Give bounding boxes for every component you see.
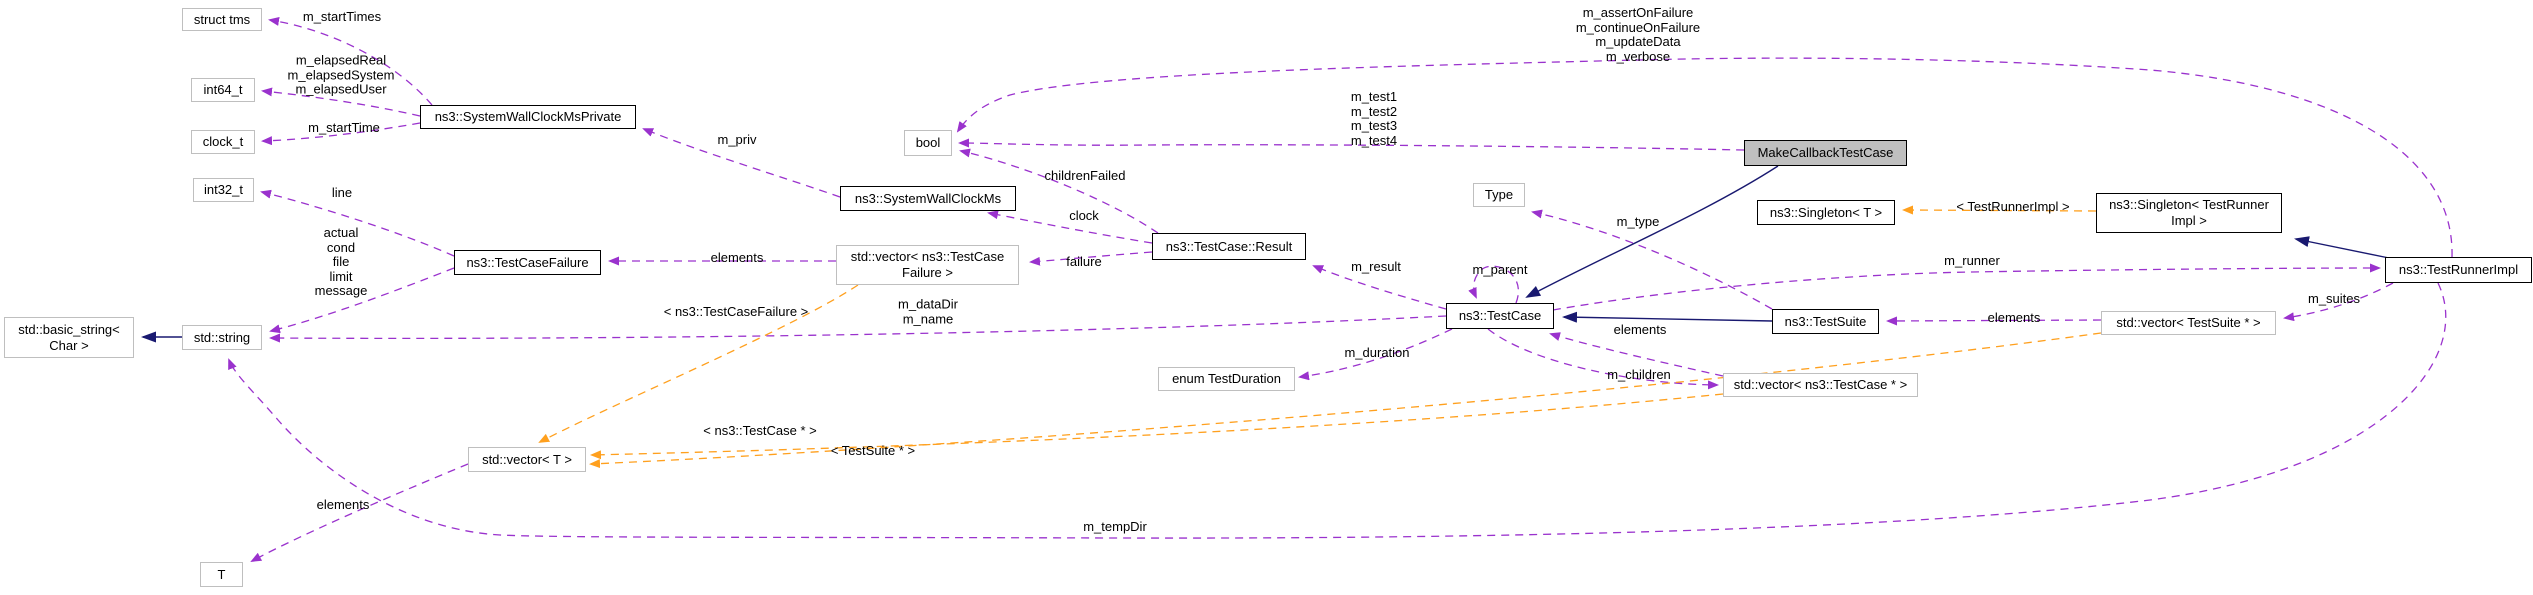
edge-tpl-test-runner-impl xyxy=(1902,205,2097,215)
class-box-label: std::vector< T > xyxy=(482,451,572,467)
class-box-test-runner-impl[interactable]: ns3::TestRunnerImpl xyxy=(2385,257,2532,283)
edge-line xyxy=(260,189,455,257)
class-box-label: ns3::SystemWallClockMsPrivate xyxy=(434,109,622,124)
edge-elements-t xyxy=(250,463,469,562)
class-box-std-string[interactable]: std::string xyxy=(182,325,262,350)
class-box-int32-t[interactable]: int32_t xyxy=(193,178,254,202)
edge-inherit-test-runner-impl xyxy=(2294,236,2390,259)
class-box-singleton-t[interactable]: ns3::Singleton< T > xyxy=(1757,200,1895,225)
class-box-label: ns3::TestRunnerImpl xyxy=(2398,262,2519,277)
edge-m-assert-group xyxy=(956,57,2453,258)
edge-tpl-test-suite-ptr xyxy=(589,332,2102,469)
edge-m-type xyxy=(1531,209,1773,310)
class-box-label: ns3::Singleton< T > xyxy=(1769,204,1883,220)
edge-elements-tc xyxy=(1549,332,1724,377)
class-box-clock-t[interactable]: clock_t xyxy=(191,130,255,154)
edge-m-test xyxy=(958,138,1745,151)
class-box-label: ns3::TestCase::Result xyxy=(1165,238,1293,254)
edge-tpl-test-case-failure xyxy=(538,284,859,443)
class-box-label: int64_t xyxy=(203,82,243,97)
class-box-bool[interactable]: bool xyxy=(904,130,952,156)
edge-m-priv xyxy=(642,128,841,198)
class-box-label: std::string xyxy=(193,329,251,345)
edge-failure-fields xyxy=(269,267,455,334)
class-box-label: std::vector< TestSuite * > xyxy=(2116,315,2261,330)
class-box-test-suite[interactable]: ns3::TestSuite xyxy=(1772,309,1879,334)
edge-m-result xyxy=(1312,265,1447,310)
class-box-struct-tms[interactable]: struct tms xyxy=(182,8,262,31)
class-box-label: int32_t xyxy=(203,182,244,197)
edge-m-suites xyxy=(2283,282,2394,322)
edge-m-tempdir xyxy=(228,282,2447,539)
class-box-vector-test-suite-ptr[interactable]: std::vector< TestSuite * > xyxy=(2101,311,2276,335)
class-box-label: clock_t xyxy=(202,134,244,149)
edge-m-start-time xyxy=(261,122,421,146)
class-box-singleton-test-runner-impl[interactable]: ns3::Singleton< TestRunner Impl > xyxy=(2096,193,2282,233)
edge-tpl-test-case-ptr xyxy=(590,393,1724,460)
class-box-vector-t[interactable]: std::vector< T > xyxy=(468,447,586,472)
class-box-label: enum TestDuration xyxy=(1172,371,1281,386)
class-box-label: ns3::TestCaseFailure xyxy=(466,254,589,270)
class-box-int64-t[interactable]: int64_t xyxy=(191,78,255,102)
class-box-label: std::vector< ns3::TestCase Failure > xyxy=(850,249,1005,280)
edge-m-children xyxy=(1487,328,1719,390)
class-box-label: T xyxy=(217,566,226,582)
class-box-test-case[interactable]: ns3::TestCase xyxy=(1446,303,1554,329)
class-box-label: ns3::Singleton< TestRunner Impl > xyxy=(2109,197,2269,228)
class-box-enum-test-duration[interactable]: enum TestDuration xyxy=(1158,367,1295,391)
class-box-system-wall-clock-ms-private[interactable]: ns3::SystemWallClockMsPrivate xyxy=(420,105,636,129)
class-box-label: std::basic_string< Char > xyxy=(18,321,120,353)
edge-m-datadir-m-name xyxy=(269,315,1447,343)
edge-elements-ts xyxy=(1886,316,2102,326)
class-box-system-wall-clock-ms[interactable]: ns3::SystemWallClockMs xyxy=(840,186,1016,211)
edge-inherit-make-callback xyxy=(1525,165,1779,298)
class-box-vector-test-case-failure[interactable]: std::vector< ns3::TestCase Failure > xyxy=(836,245,1019,285)
class-box-label: MakeCallbackTestCase xyxy=(1757,145,1894,160)
class-box-test-case-failure[interactable]: ns3::TestCaseFailure xyxy=(454,250,601,275)
edge-m-elapsed xyxy=(261,87,421,117)
class-box-label: bool xyxy=(915,135,941,150)
edge-m-runner xyxy=(1552,263,2381,311)
class-box-label: struct tms xyxy=(193,11,251,27)
class-box-label: std::vector< ns3::TestCase * > xyxy=(1733,377,1908,392)
class-box-label: Type xyxy=(1484,187,1514,202)
class-box-test-case-result[interactable]: ns3::TestCase::Result xyxy=(1152,233,1306,260)
class-box-basic-string[interactable]: std::basic_string< Char > xyxy=(4,317,134,358)
edge-m-start-times xyxy=(268,16,433,106)
edge-m-duration xyxy=(1298,328,1453,381)
class-box-label: ns3::SystemWallClockMs xyxy=(854,190,1002,206)
class-box-label: ns3::TestCase xyxy=(1458,308,1542,323)
edge-failure xyxy=(1029,251,1153,266)
class-box-t[interactable]: T xyxy=(200,562,243,587)
edge-clock xyxy=(987,210,1153,244)
class-box-type[interactable]: Type xyxy=(1473,183,1525,207)
class-box-vector-test-case-ptr[interactable]: std::vector< ns3::TestCase * > xyxy=(1723,373,1918,397)
class-box-make-callback-test-case[interactable]: MakeCallbackTestCase xyxy=(1744,140,1907,166)
edge-inherit-test-suite xyxy=(1562,311,1773,323)
class-box-label: ns3::TestSuite xyxy=(1784,313,1867,329)
edge-m-parent xyxy=(1468,265,1519,304)
edge-children-failed xyxy=(959,148,1159,234)
